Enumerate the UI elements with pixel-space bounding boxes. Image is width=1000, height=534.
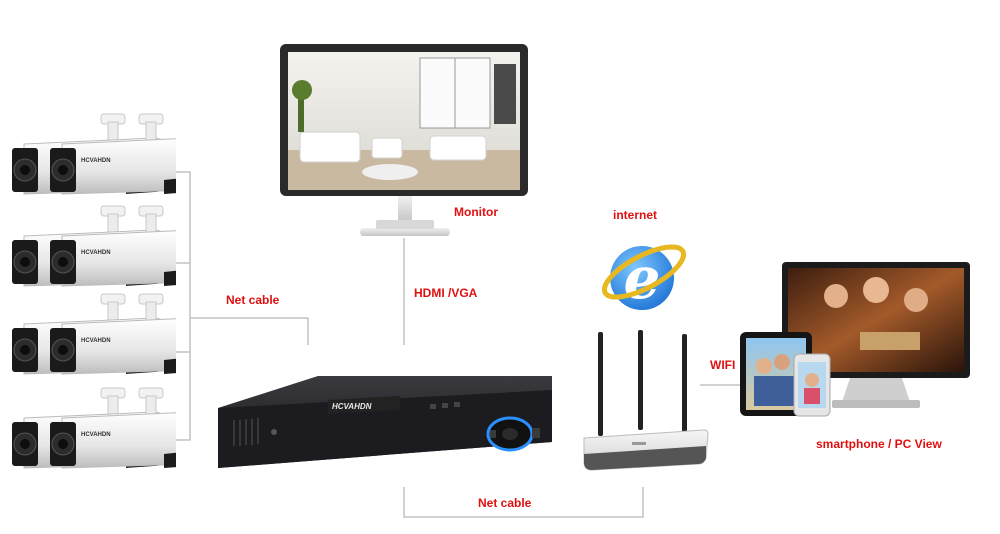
camera-brand-3: HCVAHDN — [81, 338, 111, 344]
camera-row-3 — [12, 294, 176, 374]
nvr-recorder: HCVAHDN — [210, 372, 560, 472]
tablet-phone-pc-icon — [740, 262, 972, 422]
nvr-brand-label: HCVAHDN — [332, 402, 371, 411]
camera-row-2 — [12, 206, 176, 286]
camera-group: HCVAHDN HCVAHDN HCVAHDN HCVAHDN — [6, 112, 176, 492]
camera-brand-1: HCVAHDN — [81, 158, 111, 164]
net-cable-router-label: Net cable — [478, 496, 531, 510]
internet-label: internet — [613, 208, 657, 222]
hdmi-vga-label: HDMI /VGA — [414, 286, 477, 300]
viewing-devices — [740, 262, 972, 422]
monitor-label: Monitor — [454, 205, 498, 219]
wifi-router — [578, 330, 710, 478]
camera-brand-2: HCVAHDN — [81, 250, 111, 256]
camera-brand-4: HCVAHDN — [81, 432, 111, 438]
internet-explorer-icon: e — [598, 228, 690, 320]
wifi-label: WIFI — [710, 358, 735, 372]
internet-icon: e — [598, 228, 690, 320]
nvr-recorder-icon — [210, 372, 560, 472]
wifi-router-icon — [578, 330, 710, 478]
camera-row-4 — [12, 388, 176, 468]
net-cable-cameras-label: Net cable — [226, 293, 279, 307]
camera-row-1 — [12, 114, 176, 194]
net-cable-line-cameras — [190, 318, 308, 345]
smartphone-pc-view-label: smartphone / PC View — [816, 437, 942, 451]
